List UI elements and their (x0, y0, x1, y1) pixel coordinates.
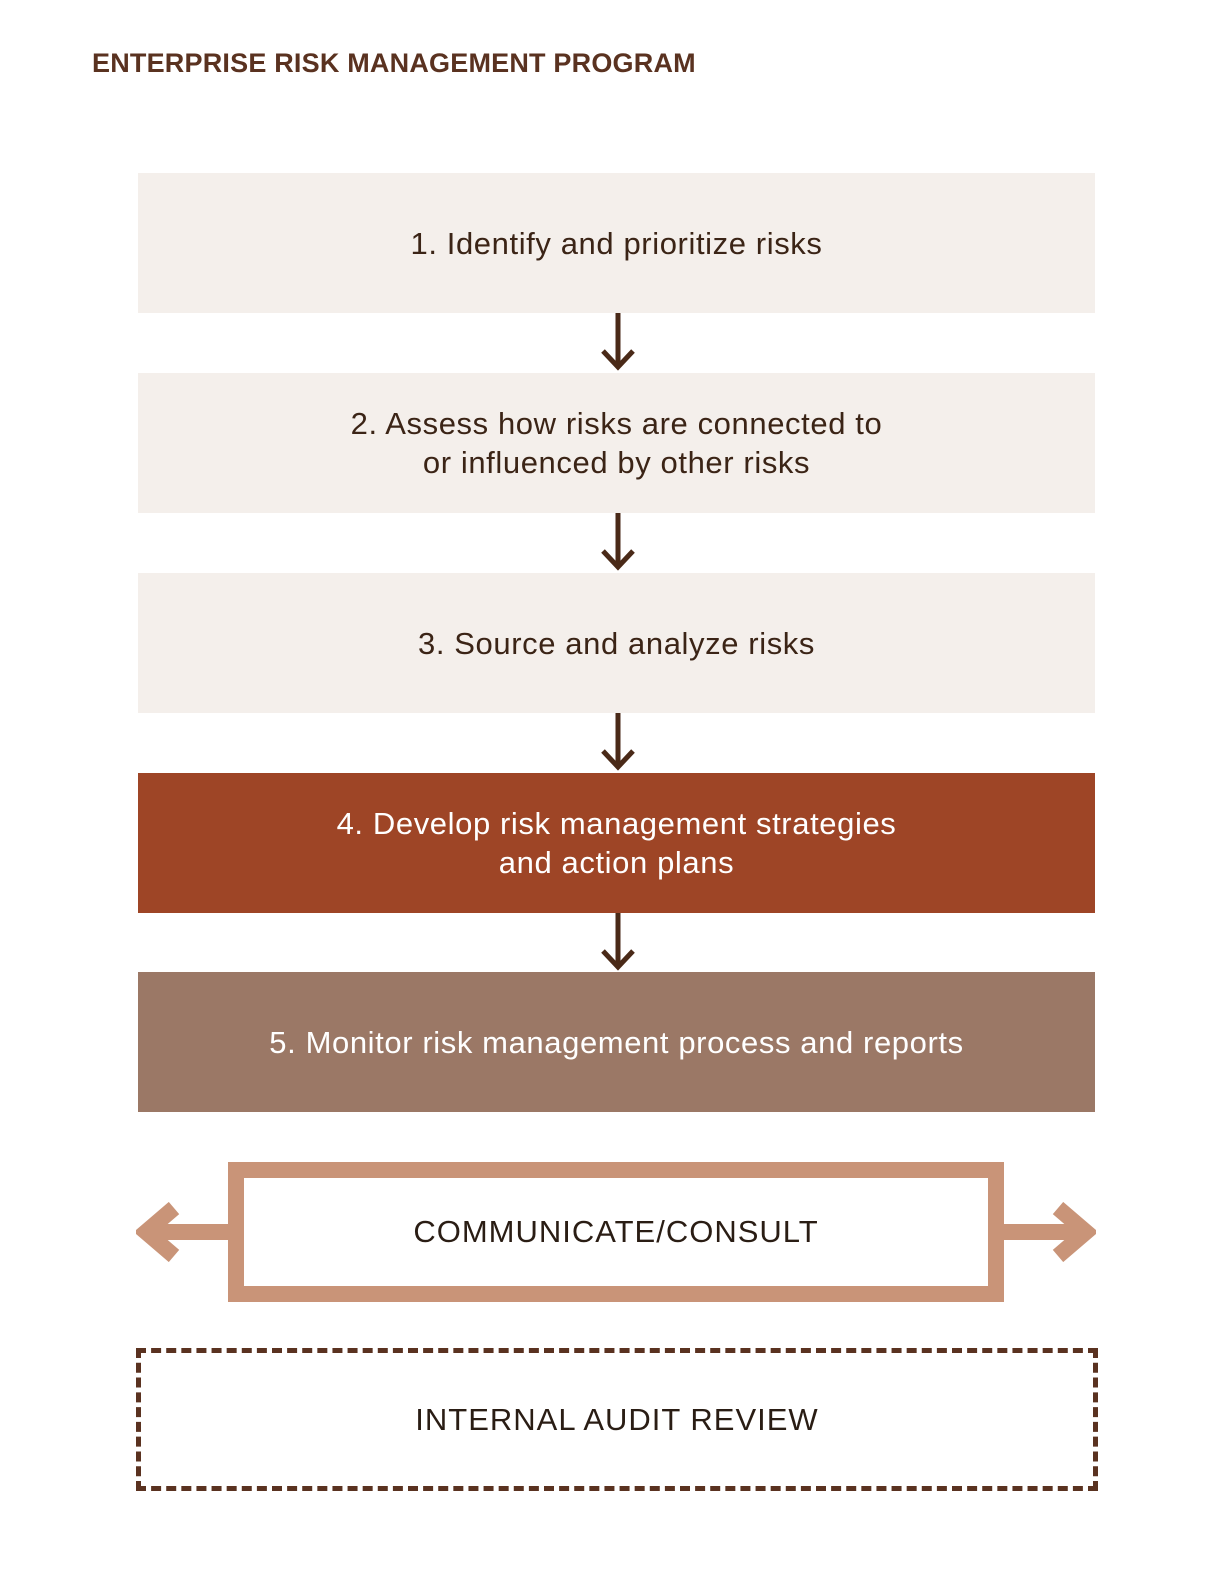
step-2-box: 2. Assess how risks are connected to or … (138, 373, 1095, 513)
step-5-box: 5. Monitor risk management process and r… (138, 972, 1095, 1112)
down-arrow-icon (601, 713, 635, 771)
internal-audit-review-box: INTERNAL AUDIT REVIEW (136, 1348, 1098, 1491)
down-arrow-icon (601, 513, 635, 571)
step-3-box: 3. Source and analyze risks (138, 573, 1095, 713)
step-4-box: 4. Develop risk management strategies an… (138, 773, 1095, 913)
communicate-consult-group: COMMUNICATE/CONSULT (136, 1162, 1096, 1302)
communicate-consult-label: COMMUNICATE/CONSULT (413, 1214, 819, 1249)
down-arrow-icon (601, 913, 635, 971)
diagram-title: ENTERPRISE RISK MANAGEMENT PROGRAM (92, 48, 696, 78)
down-arrow-icon (601, 313, 635, 371)
step-4-label-line-1: 4. Develop risk management strategies (336, 806, 897, 841)
step-3-label: 3. Source and analyze risks (417, 625, 815, 661)
left-arrow-icon (136, 1202, 230, 1262)
step-5-label: 5. Monitor risk management process and r… (269, 1024, 964, 1060)
step-4-label-line-2: and action plans (498, 845, 735, 880)
step-2-label-line-2: or influenced by other risks (422, 445, 811, 480)
step-2-label-line-1: 2. Assess how risks are connected to (350, 406, 883, 441)
right-arrow-icon (1002, 1202, 1096, 1262)
step-1-label: 1. Identify and prioritize risks (410, 225, 823, 261)
communicate-consult-box: COMMUNICATE/CONSULT (228, 1162, 1004, 1302)
step-1-box: 1. Identify and prioritize risks (138, 173, 1095, 313)
internal-audit-review-label: INTERNAL AUDIT REVIEW (415, 1401, 819, 1437)
